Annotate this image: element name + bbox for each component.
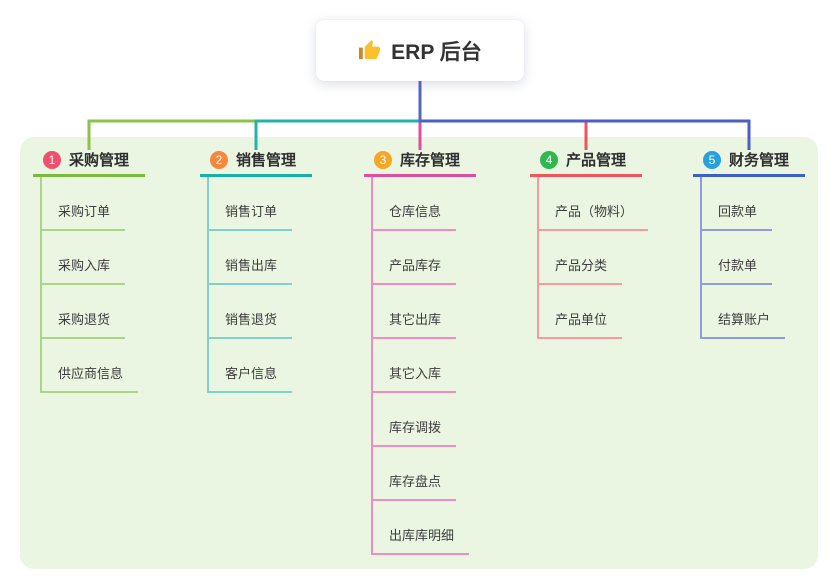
- root-node[interactable]: ERP 后台: [316, 20, 524, 81]
- child-node[interactable]: 库存盘点: [371, 447, 476, 501]
- child-node[interactable]: 产品库存: [371, 231, 476, 285]
- root-title: ERP 后台: [391, 40, 482, 64]
- child-node[interactable]: 仓库信息: [371, 177, 476, 231]
- child-node[interactable]: 客户信息: [207, 339, 312, 393]
- thumbs-up-icon: [358, 39, 381, 62]
- child-label: 供应商信息: [40, 363, 139, 393]
- child-label: 付款单: [700, 255, 773, 285]
- branch-sales: 2 销售管理 销售订单 销售出库 销售退货 客户信息: [200, 150, 312, 393]
- child-label: 仓库信息: [371, 201, 457, 231]
- branch-number-badge: 2: [210, 150, 228, 169]
- branch-title: 产品管理: [566, 152, 627, 169]
- child-node[interactable]: 采购退货: [40, 285, 145, 339]
- child-node[interactable]: 销售出库: [207, 231, 312, 285]
- child-node[interactable]: 采购入库: [40, 231, 145, 285]
- child-label: 其它出库: [371, 309, 457, 339]
- branch-purchase: 1 采购管理 采购订单 采购入库 采购退货 供应商信息: [33, 150, 145, 393]
- branch-number-badge: 5: [703, 150, 721, 169]
- child-label: 产品分类: [537, 255, 623, 285]
- branch-children: 仓库信息 产品库存 其它出库 其它入库 库存调拨 库存盘点 出库库明细: [371, 177, 476, 555]
- child-label: 客户信息: [207, 363, 293, 393]
- branch-node-product[interactable]: 4 产品管理: [530, 150, 642, 177]
- child-node[interactable]: 其它出库: [371, 285, 476, 339]
- child-label: 库存盘点: [371, 471, 457, 501]
- branch-number-badge: 3: [374, 150, 392, 169]
- branch-inventory: 3 库存管理 仓库信息 产品库存 其它出库 其它入库 库存调拨 库存盘点 出库库…: [364, 150, 476, 555]
- branch-finance: 5 财务管理 回款单 付款单 结算账户: [693, 150, 805, 339]
- child-node[interactable]: 结算账户: [700, 285, 805, 339]
- branch-title: 销售管理: [236, 152, 297, 169]
- branch-children: 回款单 付款单 结算账户: [700, 177, 805, 339]
- branch-node-purchase[interactable]: 1 采购管理: [33, 150, 145, 177]
- child-node[interactable]: 采购订单: [40, 177, 145, 231]
- branch-node-inventory[interactable]: 3 库存管理: [364, 150, 476, 177]
- child-label: 产品库存: [371, 255, 457, 285]
- branch-number-badge: 4: [540, 150, 558, 169]
- child-label: 其它入库: [371, 363, 457, 393]
- branch-children: 采购订单 采购入库 采购退货 供应商信息: [40, 177, 145, 393]
- branch-children: 产品（物料） 产品分类 产品单位: [537, 177, 649, 339]
- child-label: 出库库明细: [371, 525, 470, 555]
- child-node[interactable]: 出库库明细: [371, 501, 476, 555]
- child-node[interactable]: 供应商信息: [40, 339, 145, 393]
- child-node[interactable]: 付款单: [700, 231, 805, 285]
- child-label: 销售退货: [207, 309, 293, 339]
- branch-product: 4 产品管理 产品（物料） 产品分类 产品单位: [530, 150, 649, 339]
- child-label: 销售出库: [207, 255, 293, 285]
- child-node[interactable]: 库存调拨: [371, 393, 476, 447]
- child-label: 回款单: [700, 201, 773, 231]
- child-label: 结算账户: [700, 309, 786, 339]
- branch-number-badge: 1: [43, 150, 61, 169]
- branch-node-sales[interactable]: 2 销售管理: [200, 150, 312, 177]
- child-label: 采购入库: [40, 255, 126, 285]
- branch-title: 财务管理: [729, 152, 790, 169]
- branch-title: 库存管理: [400, 152, 461, 169]
- child-label: 产品单位: [537, 309, 623, 339]
- child-node[interactable]: 产品（物料）: [537, 177, 649, 231]
- child-node[interactable]: 销售订单: [207, 177, 312, 231]
- branches-panel: [20, 137, 818, 569]
- branch-title: 采购管理: [69, 152, 130, 169]
- child-label: 产品（物料）: [537, 201, 649, 231]
- child-label: 库存调拨: [371, 417, 457, 447]
- child-node[interactable]: 回款单: [700, 177, 805, 231]
- child-node[interactable]: 其它入库: [371, 339, 476, 393]
- child-node[interactable]: 销售退货: [207, 285, 312, 339]
- child-label: 采购订单: [40, 201, 126, 231]
- branch-children: 销售订单 销售出库 销售退货 客户信息: [207, 177, 312, 393]
- child-label: 采购退货: [40, 309, 126, 339]
- child-node[interactable]: 产品分类: [537, 231, 648, 285]
- child-label: 销售订单: [207, 201, 293, 231]
- child-node[interactable]: 产品单位: [537, 285, 648, 339]
- branch-node-finance[interactable]: 5 财务管理: [693, 150, 805, 177]
